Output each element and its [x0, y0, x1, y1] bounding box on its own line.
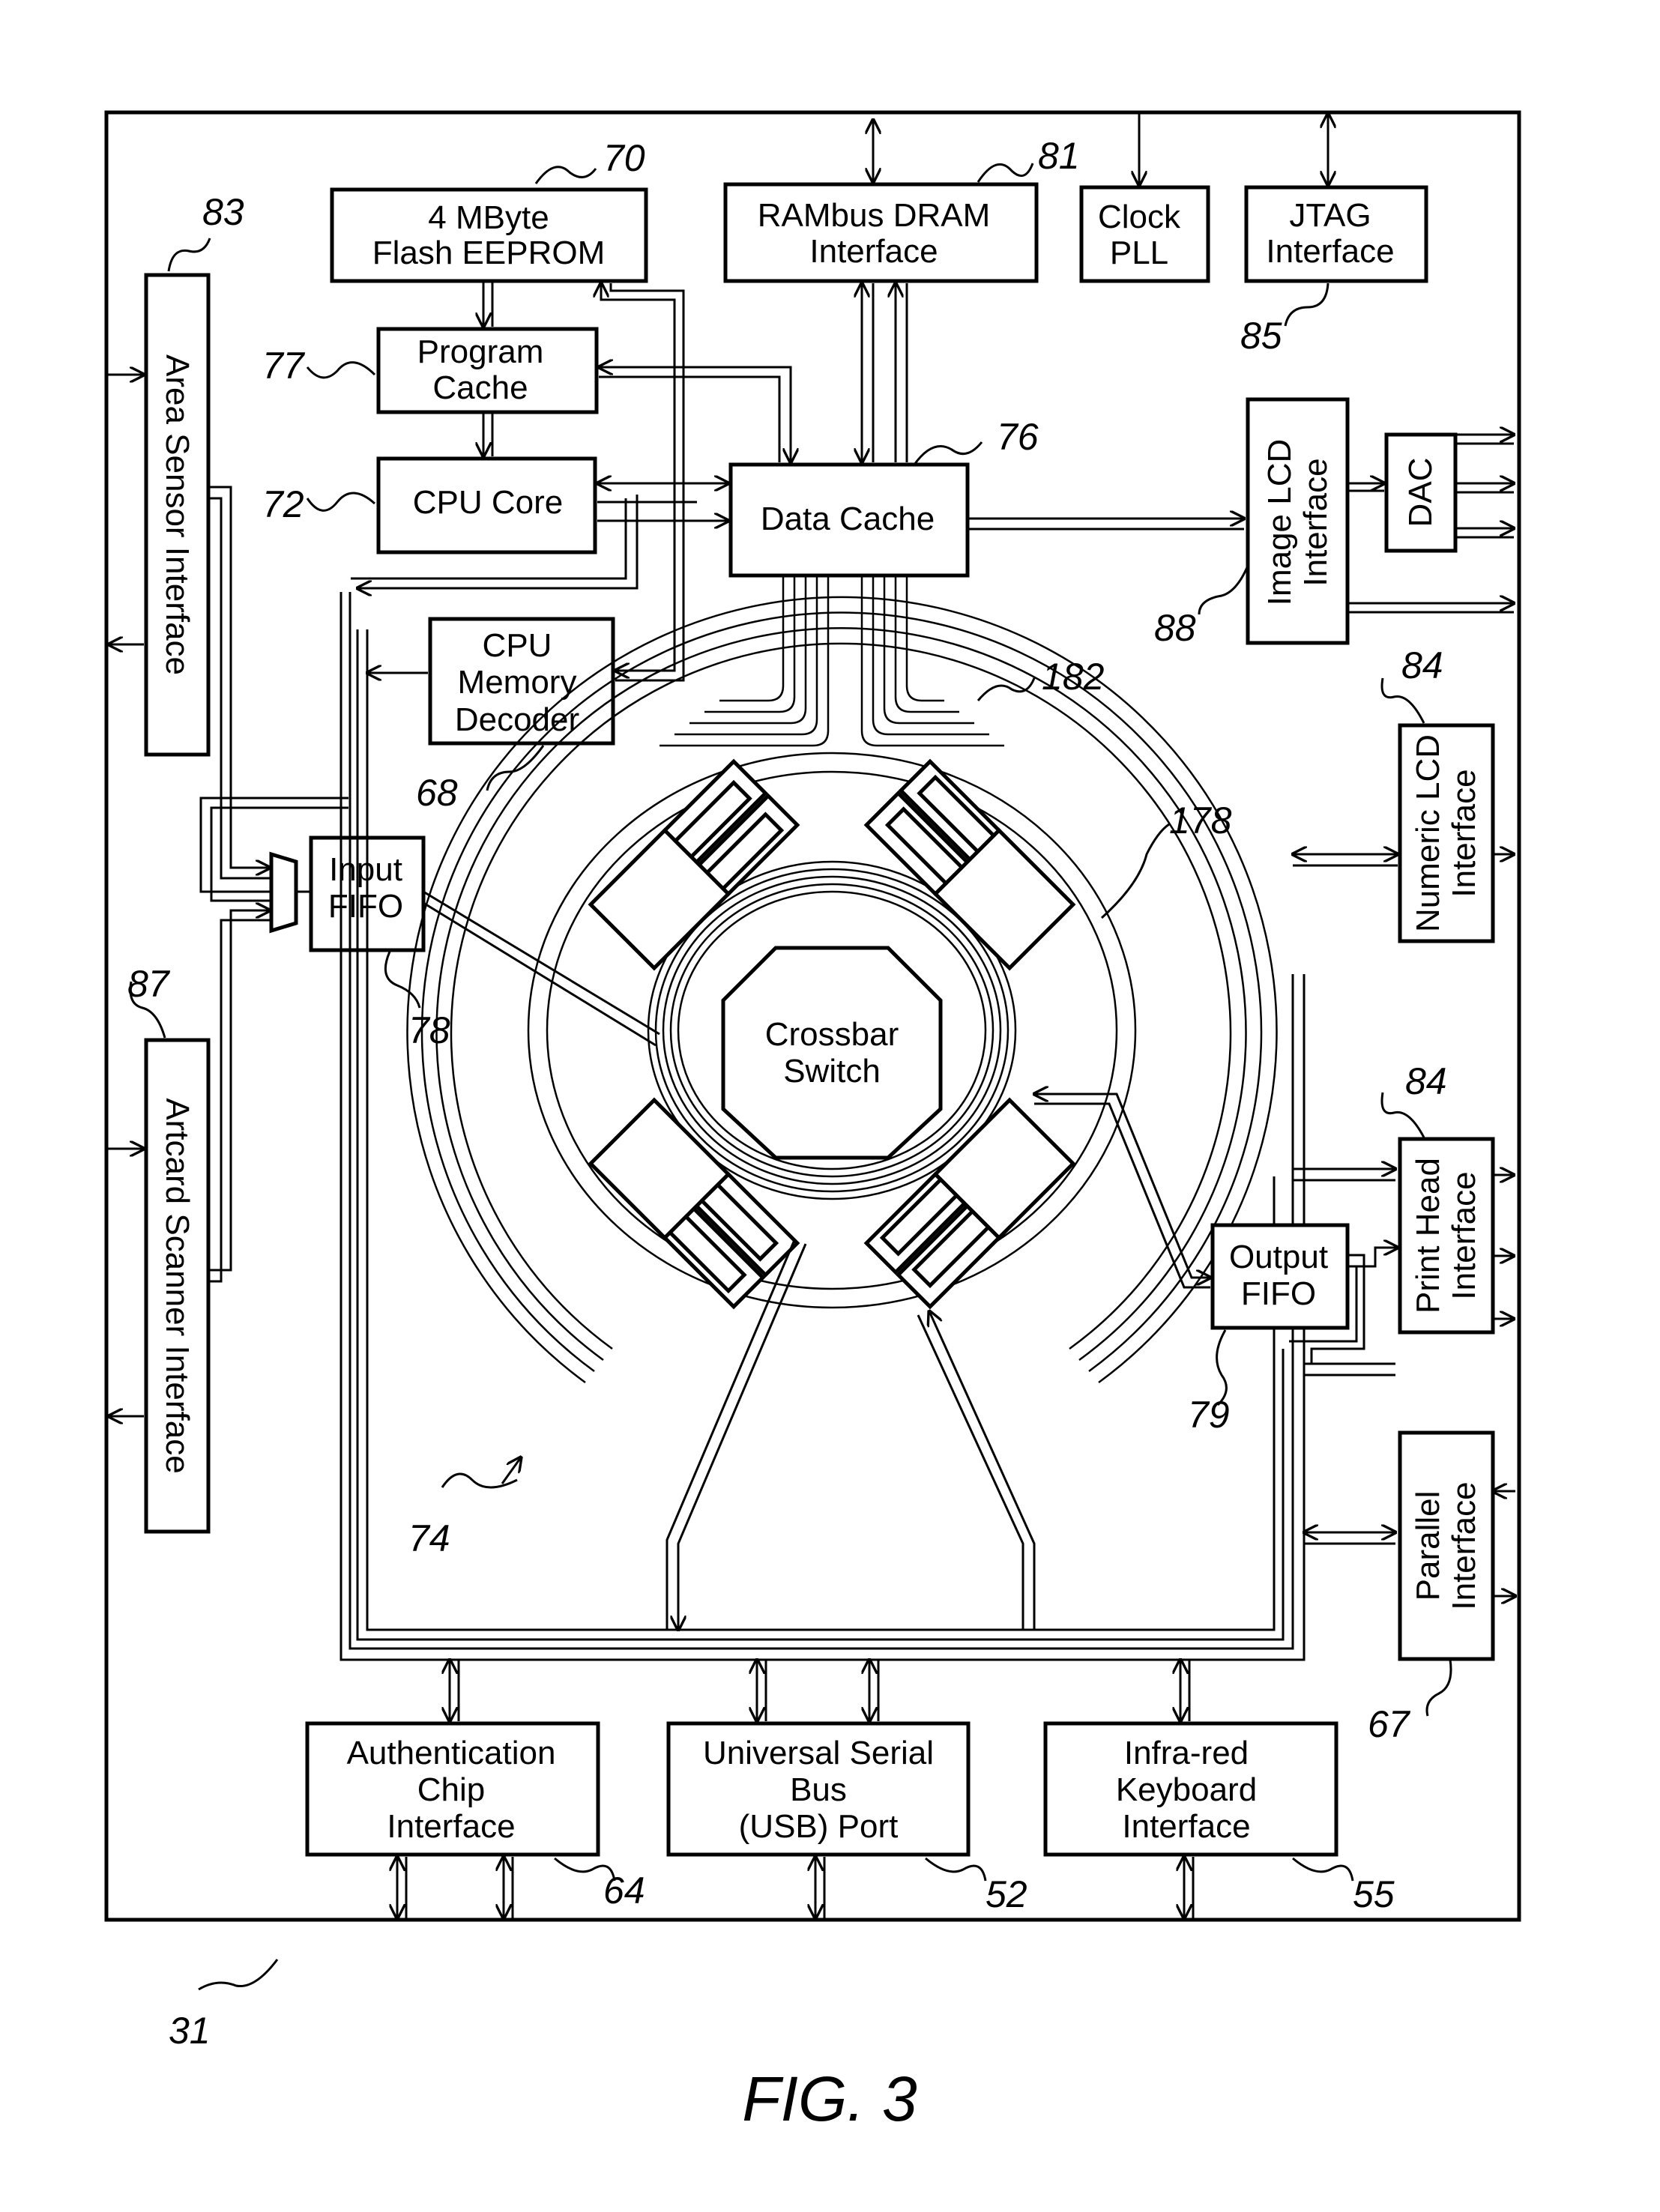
ref-79: 79: [1188, 1394, 1230, 1436]
numeric-lcd-line2: Interface: [1446, 769, 1482, 897]
program-cache-block: Program Cache: [376, 327, 599, 414]
ref-52: 52: [986, 1873, 1027, 1915]
auth-line2: Chip: [417, 1771, 486, 1808]
print-head-block: Print Head Interface: [1398, 1137, 1495, 1335]
ref-78: 78: [408, 1009, 450, 1051]
figure-caption: FIG. 3: [742, 2064, 917, 2134]
flash-line2: Flash EEPROM: [372, 235, 606, 271]
top-buses: [351, 281, 1244, 682]
cmd-line3: Decoder: [455, 701, 579, 738]
infrared-keyboard-block: Infra-red Keyboard Interface: [1043, 1721, 1338, 1857]
left-io-arrows: [106, 375, 144, 1416]
ref-83: 83: [202, 191, 244, 233]
jtag-line2: Interface: [1266, 233, 1394, 270]
output-fifo-links: [1289, 1248, 1398, 1364]
usb-line2: Bus: [790, 1771, 847, 1808]
artcard-label: Artcard Scanner Interface: [159, 1098, 196, 1473]
cmd-line2: Memory: [458, 664, 577, 701]
internal-bus: [339, 592, 1398, 1661]
program-cache-line2: Cache: [432, 369, 528, 406]
usb-line3: (USB) Port: [739, 1808, 899, 1845]
ref-31: 31: [169, 2010, 211, 2052]
crossbar-switch: Crossbar Switch: [721, 946, 943, 1160]
crossbar-rings: [406, 596, 1278, 1384]
reference-numerals: 70 81 83 77 72 76 85 88 84 182 178 68 78…: [127, 135, 1452, 2052]
parallel-line2: Interface: [1446, 1481, 1482, 1610]
ref-84a: 84: [1401, 644, 1443, 686]
cpu-core-label: CPU Core: [413, 484, 564, 521]
ref-67: 67: [1368, 1703, 1411, 1745]
dac-label: DAC: [1402, 458, 1439, 528]
bottom-arrows: [397, 1660, 1195, 1918]
infrared-line2: Keyboard: [1116, 1771, 1257, 1808]
cluster-bottom-left: [588, 1097, 800, 1310]
cluster-top-right: [863, 758, 1076, 971]
input-mux: [199, 486, 348, 1283]
artcard-scanner-interface: Artcard Scanner Interface: [144, 1038, 211, 1534]
usb-line1: Universal Serial: [703, 1735, 934, 1771]
cluster-top-left: [588, 758, 800, 971]
ref-77: 77: [262, 345, 306, 387]
crossbar-line2: Switch: [783, 1053, 881, 1090]
flash-eeprom-block: 4 MByte Flash EEPROM: [330, 187, 648, 283]
parallel-block: Parallel Interface: [1398, 1430, 1495, 1661]
right-arrows-top: [1347, 435, 1514, 614]
rambus-line1: RAMbus DRAM: [758, 197, 991, 234]
ref-55: 55: [1353, 1873, 1395, 1915]
ref-88: 88: [1154, 607, 1196, 649]
flash-line1: 4 MByte: [428, 199, 549, 236]
ref-84b: 84: [1405, 1060, 1447, 1102]
ref-178: 178: [1169, 800, 1232, 841]
ref-87: 87: [127, 963, 171, 1005]
ref-85: 85: [1240, 315, 1282, 357]
numeric-lcd-block: Numeric LCD Interface: [1398, 723, 1495, 943]
image-lcd-block: Image LCD Interface: [1246, 397, 1350, 645]
auth-line3: Interface: [387, 1808, 515, 1845]
print-head-arrows: [1493, 1175, 1514, 1319]
image-lcd-line2: Interface: [1297, 458, 1334, 586]
output-fifo-line1: Output: [1229, 1239, 1328, 1275]
dac-block: DAC: [1384, 432, 1458, 553]
image-lcd-line1: Image LCD: [1261, 439, 1298, 606]
print-head-line2: Interface: [1446, 1171, 1482, 1299]
auth-line1: Authentication: [347, 1735, 556, 1771]
clock-line1: Clock: [1098, 199, 1181, 235]
data-cache-block: Data Cache: [728, 462, 970, 578]
ref-72: 72: [262, 483, 304, 525]
area-sensor-label: Area Sensor Interface: [159, 354, 196, 675]
infrared-line3: Interface: [1122, 1808, 1250, 1845]
ref-76: 76: [997, 416, 1039, 458]
numeric-lcd-line1: Numeric LCD: [1410, 734, 1446, 932]
input-fifo-line2: FIFO: [328, 888, 403, 925]
clock-line2: PLL: [1110, 235, 1168, 271]
crossbar-line1: Crossbar: [765, 1016, 899, 1053]
parallel-line1: Parallel: [1410, 1491, 1446, 1601]
clock-pll-block: Clock PLL: [1079, 185, 1210, 283]
data-cache-label: Data Cache: [761, 501, 935, 537]
rambus-dram-block: RAMbus DRAM Interface: [723, 182, 1039, 283]
ref-81: 81: [1038, 135, 1080, 177]
data-cache-fanout: [660, 575, 1004, 747]
cpu-core-block: CPU Core: [376, 456, 597, 554]
infrared-line1: Infra-red: [1124, 1735, 1249, 1771]
ref-74: 74: [408, 1517, 450, 1559]
jtag-line1: JTAG: [1289, 197, 1371, 234]
ref-64: 64: [603, 1870, 645, 1912]
jtag-block: JTAG Interface: [1244, 185, 1428, 283]
area-sensor-interface: Area Sensor Interface: [144, 273, 211, 757]
output-fifo-block: Output FIFO: [1210, 1223, 1350, 1330]
rambus-line2: Interface: [809, 233, 938, 270]
authentication-chip-block: Authentication Chip Interface: [305, 1721, 600, 1857]
output-fifo-line2: FIFO: [1241, 1275, 1316, 1312]
print-head-line1: Print Head: [1410, 1158, 1446, 1314]
ref-68: 68: [416, 772, 458, 814]
cmd-line1: CPU: [483, 627, 552, 664]
program-cache-line1: Program: [417, 333, 544, 370]
ref-182: 182: [1042, 656, 1105, 698]
ref-70: 70: [603, 137, 645, 179]
usb-port-block: Universal Serial Bus (USB) Port: [666, 1721, 971, 1857]
